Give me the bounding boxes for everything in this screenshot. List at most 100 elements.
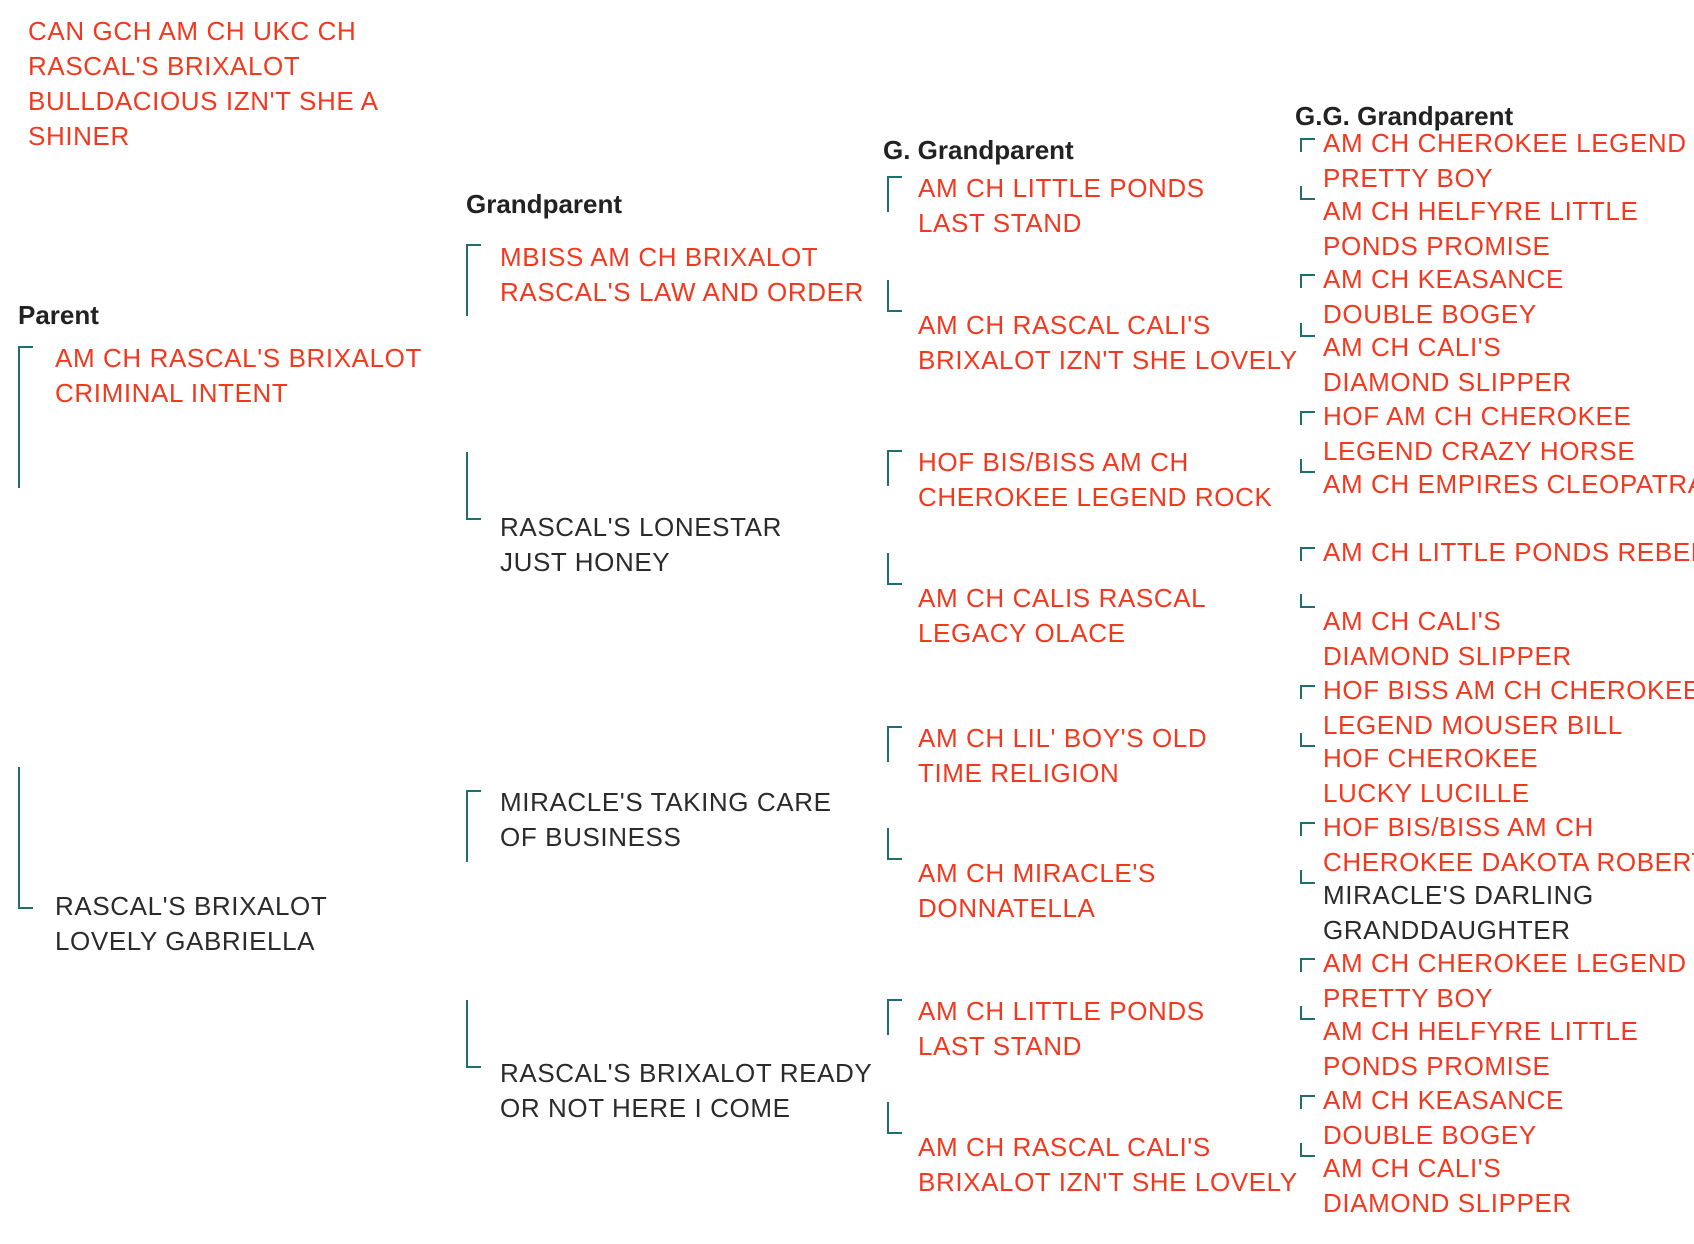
pedigree-bracket xyxy=(887,1102,902,1134)
gg-grandparent-3[interactable]: AM CH KEASANCE DOUBLE BOGEY xyxy=(1323,262,1564,332)
g-grandparent-3[interactable]: HOF BIS/BISS AM CH CHEROKEE LEGEND ROCK xyxy=(918,445,1272,515)
grandparent-4: RASCAL'S BRIXALOT READY OR NOT HERE I CO… xyxy=(500,1056,872,1126)
gg-grandparent-16-line-1: AM CH CALI'S xyxy=(1323,1153,1502,1183)
parent-dam-line-2: LOVELY GABRIELLA xyxy=(55,926,316,956)
gg-grandparent-11-line-1: HOF BIS/BISS AM CH xyxy=(1323,812,1594,842)
g-grandparent-6[interactable]: AM CH MIRACLE'S DONNATELLA xyxy=(918,856,1156,926)
pedigree-bracket xyxy=(887,828,902,860)
g-grandparent-1[interactable]: AM CH LITTLE PONDS LAST STAND xyxy=(918,171,1205,241)
header-grandparent: Grandparent xyxy=(466,189,623,219)
pedigree-bracket xyxy=(887,176,902,212)
gg-grandparent-5[interactable]: HOF AM CH CHEROKEE LEGEND CRAZY HORSE xyxy=(1323,399,1635,469)
header-g-grandparent: G. Grandparent xyxy=(883,135,1074,165)
g-grandparent-8-line-1: AM CH RASCAL CALI'S xyxy=(918,1132,1211,1162)
pedigree-bracket xyxy=(1300,1143,1315,1157)
gg-grandparent-7[interactable]: AM CH LITTLE PONDS REBEL xyxy=(1323,535,1694,570)
g-grandparent-2-line-1: AM CH RASCAL CALI'S xyxy=(918,310,1211,340)
gg-grandparent-15-line-2: DOUBLE BOGEY xyxy=(1323,1120,1537,1150)
gg-grandparent-13-line-1: AM CH CHEROKEE LEGEND xyxy=(1323,948,1687,978)
gg-grandparent-3-line-1: AM CH KEASANCE xyxy=(1323,264,1565,294)
dog-name-line-3: BULLDACIOUS IZN'T SHE A xyxy=(28,86,379,116)
grandparent-2: RASCAL'S LONESTAR JUST HONEY xyxy=(500,510,782,580)
pedigree-bracket xyxy=(466,244,481,316)
gg-grandparent-9-line-2: LEGEND MOUSER BILL xyxy=(1323,710,1623,740)
gg-grandparent-13[interactable]: AM CH CHEROKEE LEGEND PRETTY BOY xyxy=(1323,946,1687,1016)
pedigree-bracket xyxy=(1300,958,1315,972)
gg-grandparent-8[interactable]: AM CH CALI'S DIAMOND SLIPPER xyxy=(1323,604,1572,674)
grandparent-4-line-1: RASCAL'S BRIXALOT READY xyxy=(500,1058,873,1088)
dog-name-line-4: SHINER xyxy=(28,121,130,151)
pedigree-bracket xyxy=(1300,1095,1315,1109)
g-grandparent-5-line-2: TIME RELIGION xyxy=(918,758,1120,788)
pedigree-bracket xyxy=(887,726,902,762)
pedigree-bracket xyxy=(1300,870,1315,884)
g-grandparent-4[interactable]: AM CH CALIS RASCAL LEGACY OLACE xyxy=(918,581,1206,651)
pedigree-bracket xyxy=(18,346,33,488)
gg-grandparent-14-line-2: PONDS PROMISE xyxy=(1323,1051,1551,1081)
gg-grandparent-13-line-2: PRETTY BOY xyxy=(1323,983,1494,1013)
gg-grandparent-6[interactable]: AM CH EMPIRES CLEOPATRA xyxy=(1323,467,1694,502)
gg-grandparent-11[interactable]: HOF BIS/BISS AM CH CHEROKEE DAKOTA ROBER… xyxy=(1323,810,1694,880)
gg-grandparent-16[interactable]: AM CH CALI'S DIAMOND SLIPPER xyxy=(1323,1151,1572,1221)
parent-sire[interactable]: AM CH RASCAL'S BRIXALOT CRIMINAL INTENT xyxy=(55,341,422,411)
gg-grandparent-15-line-1: AM CH KEASANCE xyxy=(1323,1085,1565,1115)
grandparent-1[interactable]: MBISS AM CH BRIXALOT RASCAL'S LAW AND OR… xyxy=(500,240,864,310)
gg-grandparent-5-line-2: LEGEND CRAZY HORSE xyxy=(1323,436,1636,466)
pedigree-bracket xyxy=(1300,685,1315,699)
grandparent-3-line-1: MIRACLE'S TAKING CARE xyxy=(500,787,832,817)
gg-grandparent-14[interactable]: AM CH HELFYRE LITTLE PONDS PROMISE xyxy=(1323,1014,1638,1084)
dog-name-line-2: RASCAL'S BRIXALOT xyxy=(28,51,301,81)
dog-name-line-1: CAN GCH AM CH UKC CH xyxy=(28,16,357,46)
pedigree-bracket xyxy=(887,999,902,1035)
pedigree-bracket xyxy=(1300,274,1315,288)
parent-dam-line-1: RASCAL'S BRIXALOT xyxy=(55,891,328,921)
grandparent-2-line-2: JUST HONEY xyxy=(500,547,671,577)
gg-grandparent-2[interactable]: AM CH HELFYRE LITTLE PONDS PROMISE xyxy=(1323,194,1638,264)
pedigree-bracket xyxy=(1300,733,1315,747)
g-grandparent-8[interactable]: AM CH RASCAL CALI'S BRIXALOT IZN'T SHE L… xyxy=(918,1130,1298,1200)
gg-grandparent-8-line-2: DIAMOND SLIPPER xyxy=(1323,641,1572,671)
pedigree-bracket xyxy=(1300,186,1315,200)
header-gg-grandparent: G.G. Grandparent xyxy=(1295,101,1514,131)
g-grandparent-1-line-1: AM CH LITTLE PONDS xyxy=(918,173,1205,203)
g-grandparent-2-line-2: BRIXALOT IZN'T SHE LOVELY xyxy=(918,345,1298,375)
g-grandparent-7-line-1: AM CH LITTLE PONDS xyxy=(918,996,1205,1026)
g-grandparent-7[interactable]: AM CH LITTLE PONDS LAST STAND xyxy=(918,994,1205,1064)
g-grandparent-5[interactable]: AM CH LIL' BOY'S OLD TIME RELIGION xyxy=(918,721,1207,791)
grandparent-4-line-2: OR NOT HERE I COME xyxy=(500,1093,791,1123)
pedigree-bracket xyxy=(466,452,481,520)
gg-grandparent-16-line-2: DIAMOND SLIPPER xyxy=(1323,1188,1572,1218)
gg-grandparent-10-line-1: HOF CHEROKEE xyxy=(1323,743,1539,773)
g-grandparent-7-line-2: LAST STAND xyxy=(918,1031,1082,1061)
g-grandparent-5-line-1: AM CH LIL' BOY'S OLD xyxy=(918,723,1208,753)
gg-grandparent-12-line-1: MIRACLE'S DARLING xyxy=(1323,880,1594,910)
pedigree-bracket xyxy=(1300,594,1315,608)
gg-grandparent-1[interactable]: AM CH CHEROKEE LEGEND PRETTY BOY xyxy=(1323,126,1687,196)
dog-name[interactable]: CAN GCH AM CH UKC CH RASCAL'S BRIXALOT B… xyxy=(28,14,379,154)
g-grandparent-1-line-2: LAST STAND xyxy=(918,208,1082,238)
pedigree-bracket xyxy=(887,280,902,312)
gg-grandparent-10[interactable]: HOF CHEROKEE LUCKY LUCILLE xyxy=(1323,741,1538,811)
pedigree-bracket xyxy=(466,1000,481,1068)
pedigree-bracket xyxy=(1300,411,1315,425)
gg-grandparent-14-line-1: AM CH HELFYRE LITTLE xyxy=(1323,1016,1639,1046)
pedigree-bracket xyxy=(1300,822,1315,836)
gg-grandparent-2-line-2: PONDS PROMISE xyxy=(1323,231,1551,261)
parent-sire-line-2: CRIMINAL INTENT xyxy=(55,378,289,408)
pedigree-bracket xyxy=(1300,459,1315,473)
pedigree-bracket xyxy=(1300,323,1315,337)
pedigree-bracket xyxy=(466,790,481,862)
pedigree-bracket xyxy=(887,450,902,486)
g-grandparent-4-line-2: LEGACY OLACE xyxy=(918,618,1126,648)
grandparent-3-line-2: OF BUSINESS xyxy=(500,822,682,852)
g-grandparent-2[interactable]: AM CH RASCAL CALI'S BRIXALOT IZN'T SHE L… xyxy=(918,308,1298,378)
g-grandparent-6-line-1: AM CH MIRACLE'S xyxy=(918,858,1156,888)
pedigree-bracket xyxy=(1300,1006,1315,1020)
gg-grandparent-1-line-2: PRETTY BOY xyxy=(1323,163,1494,193)
gg-grandparent-2-line-1: AM CH HELFYRE LITTLE xyxy=(1323,196,1639,226)
gg-grandparent-4[interactable]: AM CH CALI'S DIAMOND SLIPPER xyxy=(1323,330,1572,400)
gg-grandparent-15[interactable]: AM CH KEASANCE DOUBLE BOGEY xyxy=(1323,1083,1564,1153)
gg-grandparent-9[interactable]: HOF BISS AM CH CHEROKEE LEGEND MOUSER BI… xyxy=(1323,673,1694,743)
parent-sire-line-1: AM CH RASCAL'S BRIXALOT xyxy=(55,343,422,373)
grandparent-2-line-1: RASCAL'S LONESTAR xyxy=(500,512,782,542)
